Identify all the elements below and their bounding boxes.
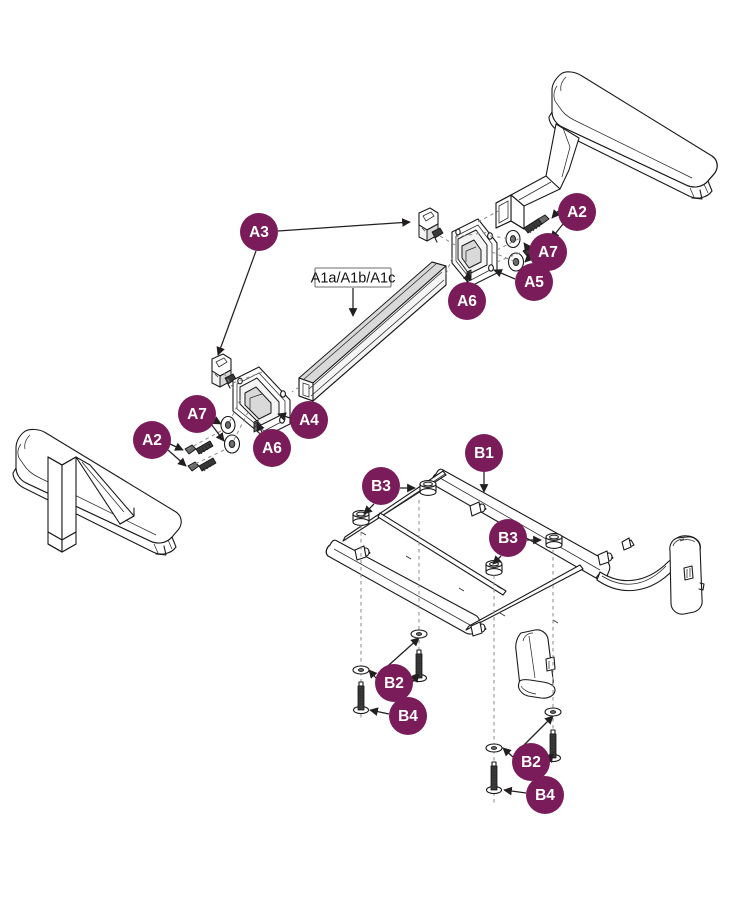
part-a3-clamp-knob-upper <box>418 207 444 243</box>
callout-b1-label: B1 <box>474 445 494 462</box>
bushing-center-right <box>545 533 563 549</box>
callout-a5[interactable]: A5 <box>515 263 553 301</box>
callout-b2-left[interactable]: B2 <box>375 664 413 702</box>
callout-b3-upper-label: B3 <box>371 478 391 495</box>
callout-a3[interactable]: A3 <box>240 213 278 251</box>
callout-a6-bottom[interactable]: A6 <box>253 429 291 467</box>
callout-a2-top[interactable]: A2 <box>558 193 596 231</box>
callout-a2-top-label: A2 <box>567 204 587 221</box>
bushing-upper-left <box>352 510 370 526</box>
leader-lines <box>167 209 564 796</box>
part-b3-bushings <box>352 480 563 576</box>
part-a3-clamp-knob-lower <box>211 353 237 389</box>
callout-b3-upper[interactable]: B3 <box>362 467 400 505</box>
callout-b3-center[interactable]: B3 <box>489 519 527 557</box>
assembly-guide-lines-a <box>187 209 523 467</box>
callout-a6-top[interactable]: A6 <box>448 282 486 320</box>
callout-a6-bottom-label: A6 <box>262 440 282 457</box>
part-a4-mounting-plate-lower <box>232 366 291 438</box>
callout-b1[interactable]: B1 <box>465 434 503 472</box>
washer-b2-right-lower <box>485 743 503 753</box>
washer-b2-left-upper <box>410 629 428 639</box>
washer-b2-left-lower <box>352 665 370 675</box>
callout-a7-bottom-label: A7 <box>187 406 207 423</box>
callout-a4-label: A4 <box>299 412 319 429</box>
callout-badges: A3 A2 A7 A5 A6 A7 <box>133 193 596 814</box>
box-label-rect <box>314 267 392 288</box>
callout-a7-top-label: A7 <box>538 244 558 261</box>
armrest-pad-lower-left <box>12 428 182 556</box>
callout-a5-label: A5 <box>524 274 544 291</box>
part-a2-bolts-lower <box>184 440 217 472</box>
callout-a7-top[interactable]: A7 <box>529 233 567 271</box>
callout-b4-left[interactable]: B4 <box>389 697 427 735</box>
bolt-b4-left-upper <box>410 649 428 683</box>
part-a5-mounting-plate-upper <box>451 218 498 287</box>
callout-a2-bottom[interactable]: A2 <box>133 421 171 459</box>
callout-a6-top-label: A6 <box>457 293 477 310</box>
callout-b2-right-label: B2 <box>521 754 541 771</box>
part-b1-base-frame <box>325 468 705 699</box>
callout-b4-right[interactable]: B4 <box>526 776 564 814</box>
callout-b2-right[interactable]: B2 <box>512 743 550 781</box>
callout-a2-bottom-label: A2 <box>142 432 162 449</box>
callout-b2-left-label: B2 <box>384 675 404 692</box>
callout-a7-bottom[interactable]: A7 <box>178 395 216 433</box>
bolt-b4-left-lower <box>352 681 370 715</box>
callout-a3-label: A3 <box>249 224 269 241</box>
part-a1-seat-rail <box>298 261 447 402</box>
part-a7-washers-upper <box>505 229 525 272</box>
bushing-upper-right <box>419 480 437 496</box>
callout-b3-center-label: B3 <box>498 530 518 547</box>
washer-b2-right-upper <box>544 707 562 717</box>
box-label-text: A1a/A1b/A1c <box>311 271 396 287</box>
callout-a4[interactable]: A4 <box>290 401 328 439</box>
callout-b4-left-label: B4 <box>398 708 418 725</box>
callout-b4-right-label: B4 <box>535 787 555 804</box>
bolt-b4-right-lower <box>485 761 503 795</box>
box-label-a1-rail: A1a/A1b/A1c <box>311 267 396 288</box>
armrest-pad-upper-right <box>495 71 718 230</box>
part-a7-washers-lower <box>220 415 241 454</box>
